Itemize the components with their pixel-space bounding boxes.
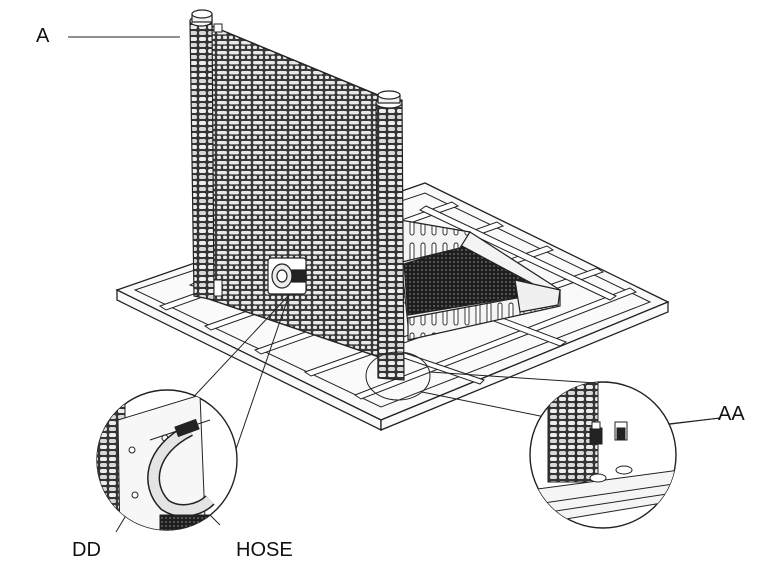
callout-hose: HOSE <box>236 539 293 561</box>
hose-detail <box>96 389 238 531</box>
control-knob <box>267 257 307 295</box>
fastener-detail <box>529 381 677 529</box>
burner-box <box>399 219 562 341</box>
callout-fastener-aa: AA <box>718 403 745 425</box>
callout-bracket-dd: DD <box>72 539 101 561</box>
callout-panel-a: A <box>36 25 50 47</box>
post-caps <box>189 9 403 109</box>
